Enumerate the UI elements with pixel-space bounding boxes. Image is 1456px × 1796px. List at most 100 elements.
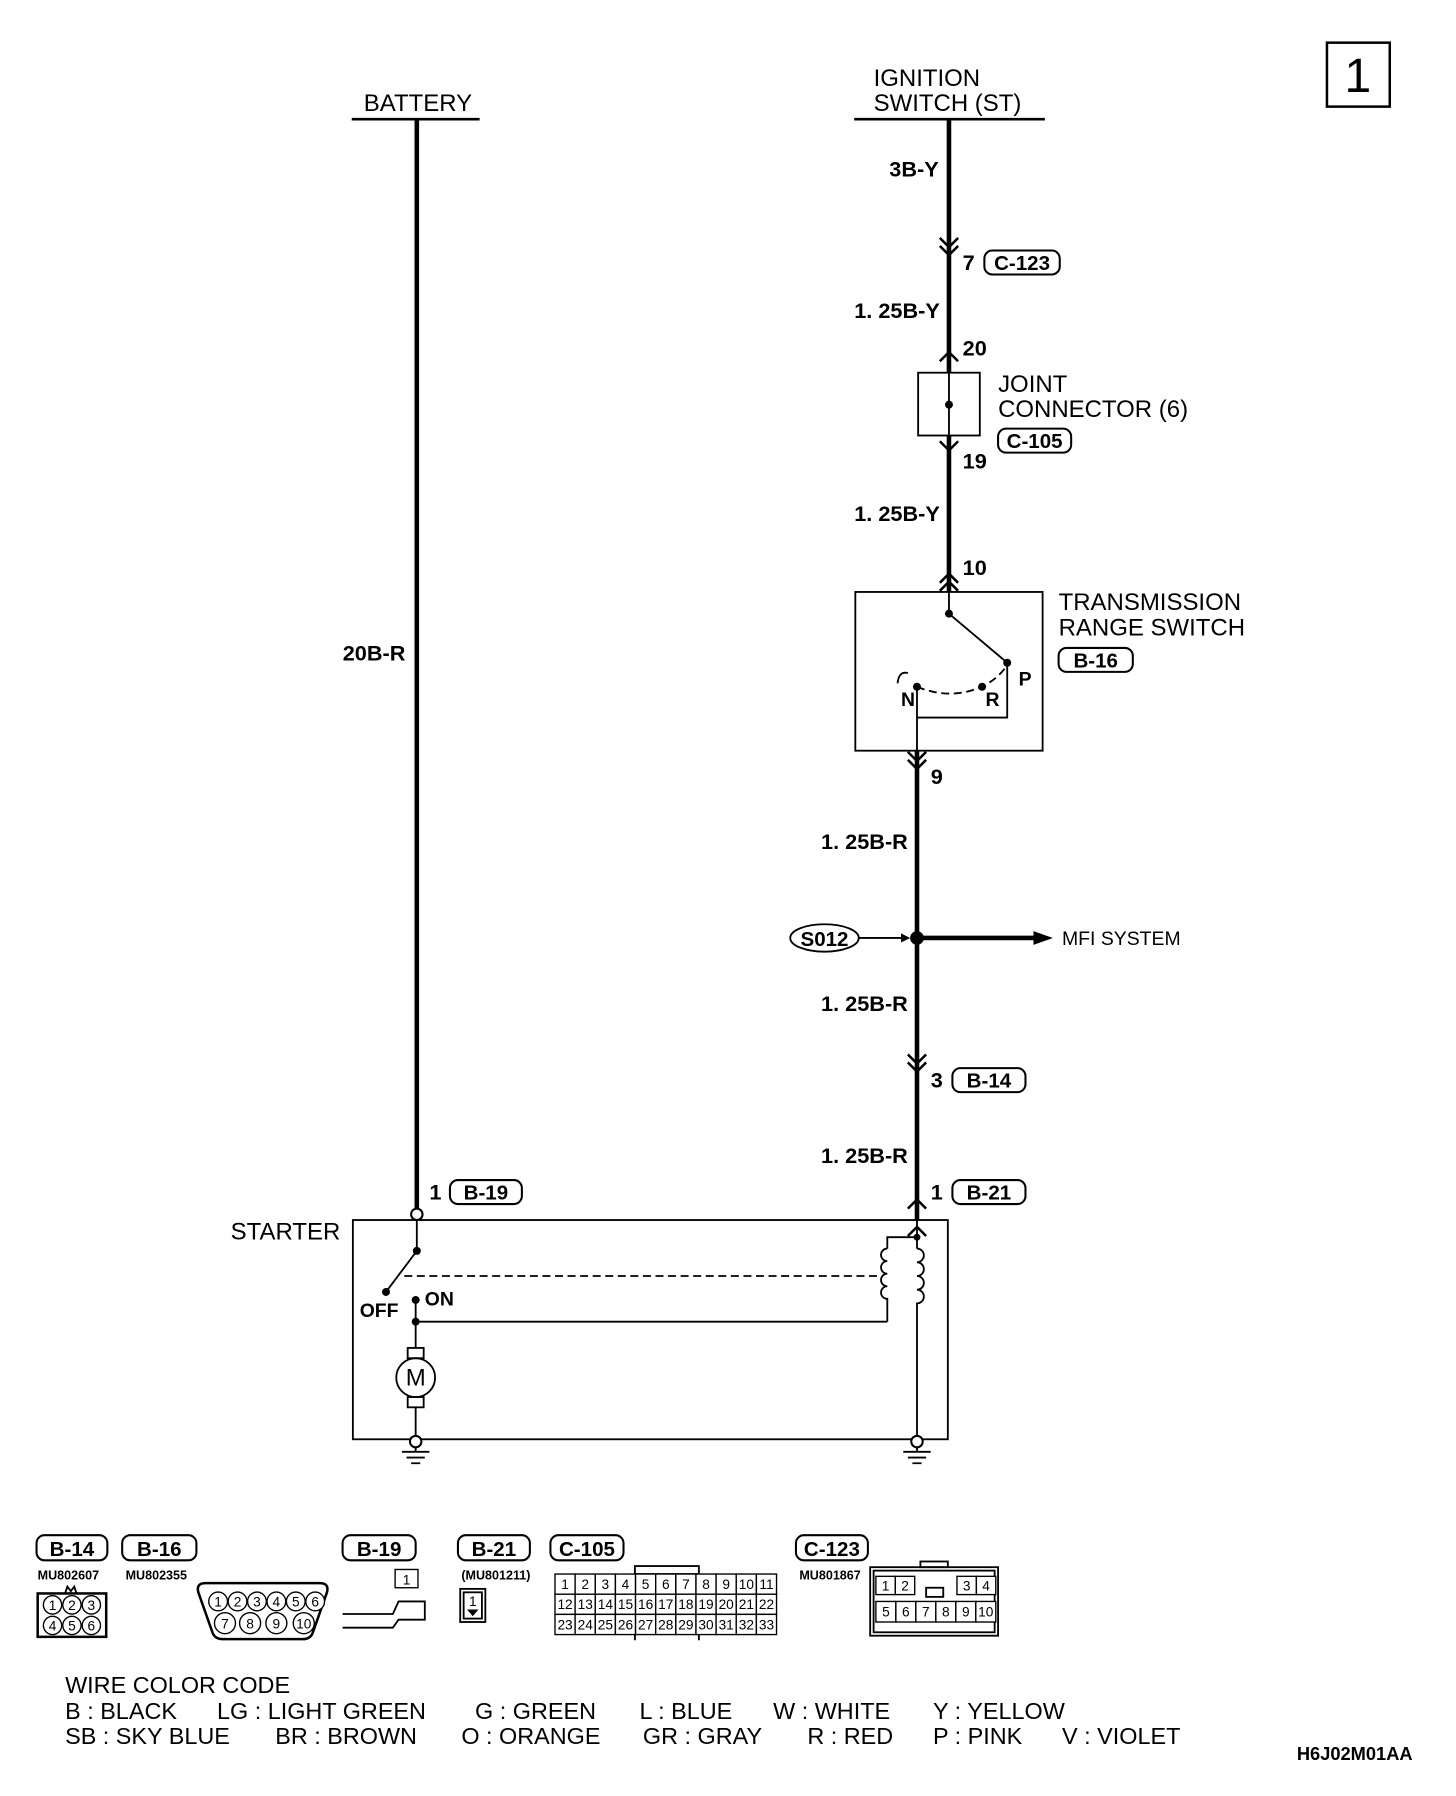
b14-connector-badge: B-14: [951, 1067, 1027, 1094]
color-code-entry: SB : SKY BLUE: [65, 1723, 230, 1749]
view-b19-badge-frame: [341, 1534, 417, 1562]
view-b14-housing: [36, 1592, 108, 1639]
c123-pin-cell: [894, 1575, 916, 1596]
mfi-system-label: MFI SYSTEM: [1062, 928, 1181, 950]
view-b19-pin-number: 1: [403, 1572, 411, 1587]
view-b19-terminal-plate: [342, 1600, 426, 1629]
b14-pin-number: 4: [49, 1619, 57, 1634]
c123-pin-number: 9: [962, 1605, 970, 1620]
c123-badge-frame: [983, 249, 1061, 276]
magnetic-switch-arm: [385, 1250, 418, 1293]
c123-pin-number: 1: [882, 1578, 890, 1593]
trs-selector-travel: [916, 664, 1008, 695]
c105-badge-frame: [997, 427, 1073, 454]
c105-pin-number: 23: [557, 1617, 573, 1632]
starter-box: [351, 1219, 949, 1441]
b16-pin-number: 10: [296, 1616, 312, 1631]
b16-pin-circle: [265, 1611, 288, 1635]
trs-position-r: R: [986, 689, 1000, 711]
b14-pin-number: 6: [88, 1619, 96, 1634]
motor-brush-bottom: [406, 1396, 425, 1409]
c123-pin-cell: [975, 1600, 997, 1623]
trs-position-n: N: [901, 689, 915, 711]
c105-pin-number: 29: [678, 1617, 693, 1632]
b16-pin-number: 4: [273, 1595, 281, 1610]
page-number-box: [1325, 41, 1392, 108]
trs-label-line1: TRANSMISSION: [1059, 589, 1241, 616]
joint-connector-node: [944, 400, 953, 409]
c105-pin-number: 32: [739, 1617, 754, 1632]
view-b19-badge-label: B-19: [357, 1538, 402, 1561]
b16-pin-circle: [238, 1611, 262, 1635]
magnetic-switch-off-contact: [381, 1287, 390, 1296]
color-code-entry: GR : GRAY: [643, 1723, 763, 1749]
b14-pin-circle: [81, 1615, 102, 1636]
view-b21-latch-arrow-icon: [467, 1609, 479, 1617]
c105-pin-number: 17: [658, 1597, 673, 1612]
trs-pin-out-number: 9: [931, 764, 943, 789]
b21-connector-badge: B-21: [951, 1179, 1027, 1206]
c105-badge-label: C-105: [1007, 430, 1063, 453]
connector-views: B-14 MU802607 B-16 MU802355 B-19 1 B-21 …: [35, 1534, 999, 1641]
c105-pin-number: 27: [638, 1617, 653, 1632]
battery-wire-label: 20B-R: [343, 640, 406, 665]
b14-pin-circle: [81, 1595, 102, 1615]
view-b21-badge-frame: [456, 1534, 531, 1562]
b19-connector-badge: B-19: [448, 1179, 523, 1206]
c105-pin-number: 21: [739, 1597, 754, 1612]
wire-color-code: WIRE COLOR CODE B : BLACK LG : LIGHT GRE…: [65, 1672, 1180, 1749]
view-c105-badge-label: C-105: [559, 1538, 615, 1561]
b16-pin-circle: [213, 1611, 237, 1635]
b16-pin-circle: [292, 1611, 315, 1635]
color-code-entry: BR : BROWN: [275, 1723, 417, 1749]
c105-pin-number: 20: [719, 1597, 735, 1612]
c123-pin-number: 7: [963, 250, 975, 275]
view-b16-badge-label: B-16: [137, 1538, 182, 1561]
magnetic-switch-off-label: OFF: [360, 1300, 399, 1322]
c105-pin-number: 2: [581, 1577, 589, 1592]
view-c105-lock-tab: [634, 1565, 700, 1575]
b21-badge-frame: [951, 1179, 1027, 1206]
view-b14-badge-label: B-14: [50, 1538, 95, 1561]
color-code-entry: W : WHITE: [773, 1698, 890, 1724]
joint-pin-in-number: 20: [963, 336, 987, 361]
c105-pin-number: 31: [719, 1617, 734, 1632]
joint-pin-20-symbol: [938, 350, 959, 363]
b16-pin-number: 2: [234, 1595, 242, 1610]
c123-pin-number: 3: [963, 1578, 971, 1593]
b14-pin-number: 2: [68, 1598, 76, 1613]
view-c105-badge-frame: [549, 1534, 625, 1562]
joint-connector-label-line1: JOINT: [998, 371, 1068, 398]
c123-pin-number: 8: [942, 1605, 950, 1620]
trs-travel-hook: [896, 671, 909, 684]
coil-ground-icon: [903, 1447, 931, 1465]
b16-pin-number: 5: [292, 1595, 300, 1610]
view-b21-cavity: [462, 1591, 483, 1620]
color-code-entry: LG : LIGHT GREEN: [217, 1698, 426, 1724]
trs-out-wire-label: 1. 25B-R: [821, 829, 908, 854]
b14-pin-circle: [42, 1615, 63, 1636]
b19-badge-label: B-19: [464, 1181, 509, 1204]
magnetic-switch-on-label: ON: [425, 1289, 454, 1311]
view-c123-badge-frame: [794, 1534, 869, 1562]
c123-pin-number: 7: [922, 1605, 930, 1620]
color-code-entry: P : PINK: [933, 1723, 1023, 1749]
c105-pin-number: 16: [638, 1597, 654, 1612]
c105-pin-number: 18: [678, 1597, 694, 1612]
b21-badge-label: B-21: [967, 1181, 1012, 1204]
b14-pin-number: 3: [88, 1598, 96, 1613]
ignition-switch-label-line2: SWITCH (ST): [874, 90, 1022, 117]
joint-pin-out-number: 19: [963, 449, 987, 474]
b16-pin-circle: [208, 1591, 229, 1612]
b21-connector-symbol: [906, 1197, 928, 1210]
starter-motor-label: M: [406, 1365, 426, 1392]
view-c123-latch: [925, 1586, 945, 1598]
page-number: 1: [1344, 50, 1371, 103]
b16-pin-number: 3: [253, 1595, 261, 1610]
motor-brush-top: [406, 1347, 425, 1360]
c105-pin-number: 30: [698, 1617, 714, 1632]
trs-pin-10-symbol: [938, 571, 959, 592]
b14-pin-number: 3: [931, 1068, 943, 1093]
